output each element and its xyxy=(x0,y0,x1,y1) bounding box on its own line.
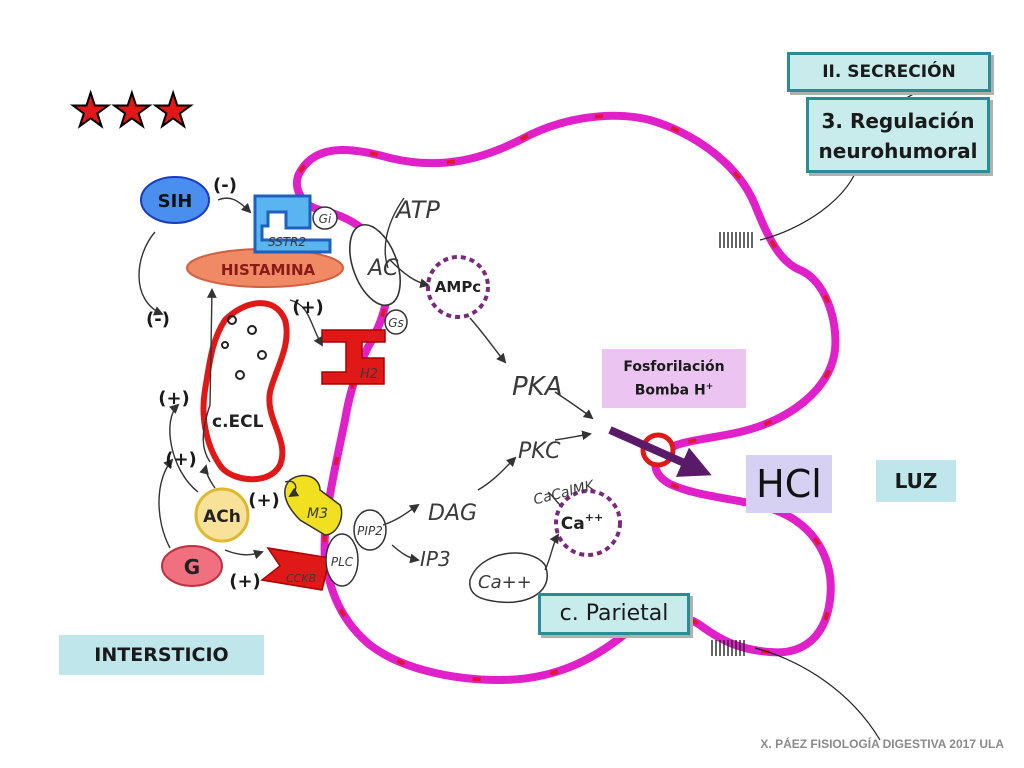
sign-minus-sih: (-) xyxy=(213,175,237,196)
m3-label: M3 xyxy=(307,506,328,522)
gs-label: Gs xyxy=(388,316,404,330)
pip2-node xyxy=(353,509,387,551)
pump-line2: Bomba H+ xyxy=(634,382,714,399)
hcl-box: HCl xyxy=(746,455,832,513)
h2-receptor xyxy=(321,329,386,385)
pump-label: Fosforilación Bomba H+ xyxy=(602,349,746,408)
ecl-label: c.ECL xyxy=(212,412,264,432)
gastrin-node xyxy=(161,545,223,587)
atp-label: ATP xyxy=(394,196,440,224)
subtitle-line1: 3. Regulación xyxy=(821,109,975,133)
lumen-label: LUZ xyxy=(876,460,956,502)
ach-node xyxy=(194,487,250,543)
ach-label: ACh xyxy=(203,507,241,527)
plc-enzyme xyxy=(325,533,359,587)
adenylyl-cyclase xyxy=(349,224,401,306)
ca-label: Ca++ xyxy=(561,511,603,534)
gs-protein xyxy=(384,309,408,335)
cckb-receptor xyxy=(260,546,331,591)
plc-label: PLC xyxy=(331,555,354,569)
tight-junction-icon xyxy=(711,79,961,741)
sign-plus-ecl-lower: (+) xyxy=(165,449,197,470)
gi-label: Gi xyxy=(319,212,332,226)
sign-plus-h2: (+) xyxy=(292,297,324,318)
sign-minus-ecl: (-) xyxy=(146,309,170,330)
sstr2-label: SSTR2 xyxy=(268,235,306,249)
ca-store-label: Ca++ xyxy=(478,572,532,593)
sih-label: SIH xyxy=(158,191,193,212)
sign-plus-cckb: (+) xyxy=(229,571,261,592)
sstr2-receptor xyxy=(253,194,332,254)
h2-label: H2 xyxy=(360,367,378,382)
sign-plus-ecl-upper: (+) xyxy=(158,388,190,409)
pip2-label: PIP2 xyxy=(357,524,383,538)
pkc-label: PKC xyxy=(518,439,561,464)
ca-store xyxy=(469,552,548,604)
subtitle-line2: neurohumoral xyxy=(818,139,978,163)
sign-plus-m3: (+) xyxy=(248,490,280,511)
ecl-cell xyxy=(200,300,290,483)
interstitium-label: INTERSTICIO xyxy=(59,635,264,675)
footer-credit: X. PÁEZ FISIOLOGÍA DIGESTIVA 2017 ULA xyxy=(760,737,1004,751)
pump-line1: Fosforilación xyxy=(623,359,725,375)
sih-node xyxy=(140,176,210,224)
cckb-label: CCKB xyxy=(286,572,316,585)
dag-label: DAG xyxy=(428,501,477,526)
ampc-label: AMPc xyxy=(435,278,481,296)
ac-label: AC xyxy=(366,256,399,281)
histamine-label: HISTAMINA xyxy=(221,261,316,279)
gastrin-label: G xyxy=(184,555,200,579)
ip3-label: IP3 xyxy=(420,547,451,571)
section-title: II. SECRECIÓN xyxy=(787,52,991,92)
gi-protein xyxy=(312,206,338,230)
arrow-icon xyxy=(138,197,594,571)
pump-arrow-icon xyxy=(608,426,712,477)
parietal-cell-membrane xyxy=(292,111,840,684)
star-icon: ★★★ xyxy=(70,83,194,137)
ca-node xyxy=(554,489,622,557)
pka-label: PKA xyxy=(512,372,563,402)
parietal-cell-label: c. Parietal xyxy=(538,593,690,635)
subtitle-box: 3. Regulación neurohumoral xyxy=(806,97,990,173)
